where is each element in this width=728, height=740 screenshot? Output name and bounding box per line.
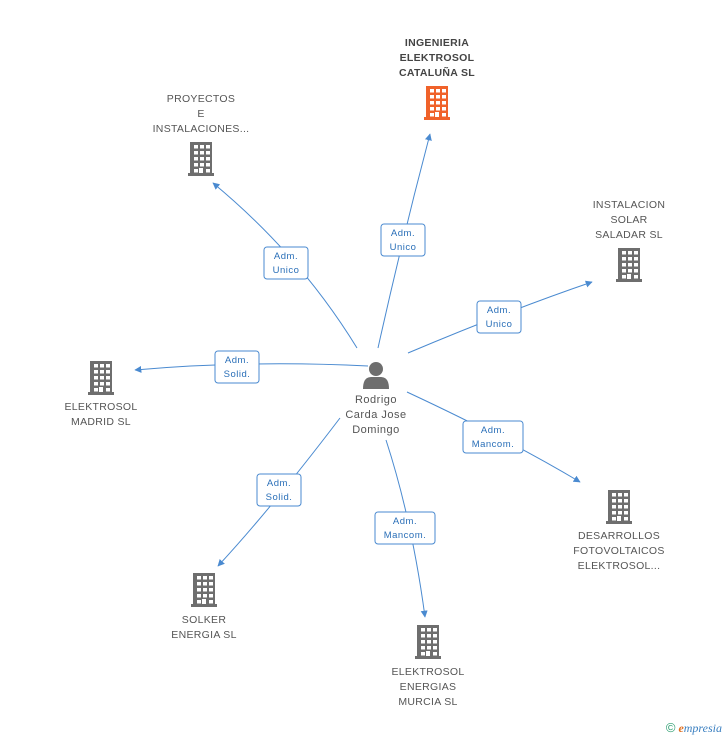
edge-label-murcia[interactable]: Adm. Mancom. bbox=[374, 511, 436, 545]
edge-label-desarrollos[interactable]: Adm. Mancom. bbox=[462, 420, 524, 454]
company-label-line: FOTOVOLTAICOS bbox=[573, 545, 664, 557]
edge-label-text: Adm. bbox=[267, 478, 291, 489]
edge-label-text: Adm. bbox=[225, 355, 249, 366]
company-node-proyectos[interactable]: PROYECTOS E INSTALACIONES... bbox=[153, 93, 250, 176]
person-label-line: Rodrigo bbox=[355, 394, 397, 406]
building-icon bbox=[191, 573, 217, 607]
company-label-line: INSTALACION bbox=[593, 199, 666, 211]
company-node-ingenieria[interactable]: INGENIERIA ELEKTROSOL CATALUÑA SL bbox=[399, 37, 475, 120]
edge-label-text: Mancom. bbox=[472, 439, 515, 450]
company-label-line: ELEKTROSOL bbox=[400, 52, 475, 64]
company-label-line: SOLAR bbox=[610, 214, 647, 226]
company-label-line: ELEKTROSOL bbox=[64, 401, 137, 413]
edge-label-text: Unico bbox=[273, 265, 300, 276]
edge-label-text: Adm. bbox=[391, 228, 415, 239]
edge-label-box bbox=[476, 300, 522, 334]
edge-label-box bbox=[462, 420, 524, 454]
company-label-line: CATALUÑA SL bbox=[399, 66, 475, 79]
person-label-line: Carda Jose bbox=[345, 409, 406, 421]
edge-label-instalacion[interactable]: Adm. Unico bbox=[476, 300, 522, 334]
edge-label-text: Unico bbox=[486, 319, 513, 330]
edge-solker: Adm. Solid. bbox=[217, 417, 341, 567]
company-label-line: DESARROLLOS bbox=[578, 530, 660, 542]
company-node-solker[interactable]: SOLKER ENERGIA SL bbox=[171, 573, 236, 641]
footer-brand[interactable]: ©empresia bbox=[666, 720, 722, 736]
copyright-icon: © bbox=[665, 720, 676, 735]
nodes-layer: INGENIERIA ELEKTROSOL CATALUÑA SL PROYECTOS… bbox=[64, 37, 666, 708]
building-icon bbox=[188, 142, 214, 176]
edge-label-text: Adm. bbox=[393, 516, 417, 527]
company-label-line: ENERGIAS bbox=[400, 681, 457, 693]
edge-instalacion: Adm. Unico bbox=[407, 280, 593, 354]
edge-label-text: Adm. bbox=[274, 251, 298, 262]
company-node-madrid[interactable]: ELEKTROSOL MADRID SL bbox=[64, 361, 137, 428]
company-label-line: E bbox=[197, 108, 204, 120]
company-label-line: SOLKER bbox=[182, 614, 227, 626]
edges-layer: Adm.UnicoAdm.UnicoAdm.UnicoAdm.Solid.Adm… bbox=[134, 133, 593, 618]
edge-label-proyectos[interactable]: Adm. Unico bbox=[263, 246, 309, 280]
edge-madrid: Adm. Solid. bbox=[134, 350, 369, 384]
edge-proyectos: Adm. Unico bbox=[212, 182, 358, 349]
edge-label-box bbox=[263, 246, 309, 280]
edge-label-text: Mancom. bbox=[384, 530, 427, 541]
company-node-desarrollos[interactable]: DESARROLLOS FOTOVOLTAICOS ELEKTROSOL... bbox=[573, 490, 664, 572]
company-label-line: SALADAR SL bbox=[595, 229, 663, 241]
edge-label-text: Solid. bbox=[224, 369, 251, 380]
company-label-line: PROYECTOS bbox=[167, 93, 235, 105]
person-icon bbox=[363, 362, 389, 389]
company-label-line: ENERGIA SL bbox=[171, 629, 236, 641]
edge-desarrollos: Adm. Mancom. bbox=[406, 391, 581, 483]
building-icon bbox=[606, 490, 632, 524]
company-label-line: MURCIA SL bbox=[398, 696, 457, 708]
company-label-line: INGENIERIA bbox=[405, 37, 469, 49]
building-icon bbox=[616, 248, 642, 282]
edge-ingenieria: Adm. Unico bbox=[377, 133, 432, 349]
company-label-line: ELEKTROSOL... bbox=[578, 560, 661, 572]
edge-murcia: Adm. Mancom. bbox=[374, 439, 436, 618]
edge-label-box bbox=[214, 350, 260, 384]
edge-label-solker[interactable]: Adm. Solid. bbox=[256, 473, 302, 507]
company-node-murcia[interactable]: ELEKTROSOL ENERGIAS MURCIA SL bbox=[391, 625, 464, 708]
edge-label-box bbox=[380, 223, 426, 257]
company-label-line: INSTALACIONES... bbox=[153, 123, 250, 135]
brand-name: mpresia bbox=[683, 721, 722, 735]
edge-label-text: Adm. bbox=[487, 305, 511, 316]
company-label-line: ELEKTROSOL bbox=[391, 666, 464, 678]
building-icon bbox=[424, 86, 450, 120]
brand-initial: e bbox=[678, 721, 684, 735]
edge-label-text: Unico bbox=[390, 242, 417, 253]
person-label-line: Domingo bbox=[352, 424, 400, 436]
edge-label-madrid[interactable]: Adm. Solid. bbox=[214, 350, 260, 384]
company-label-line: MADRID SL bbox=[71, 416, 131, 428]
company-node-instalacion[interactable]: INSTALACION SOLAR SALADAR SL bbox=[593, 199, 666, 282]
edge-label-text: Adm. bbox=[481, 425, 505, 436]
edge-label-box bbox=[256, 473, 302, 507]
building-icon bbox=[415, 625, 441, 659]
building-icon bbox=[88, 361, 114, 395]
edge-label-text: Solid. bbox=[266, 492, 293, 503]
edge-label-ingenieria[interactable]: Adm. Unico bbox=[380, 223, 426, 257]
edge-label-box bbox=[374, 511, 436, 545]
